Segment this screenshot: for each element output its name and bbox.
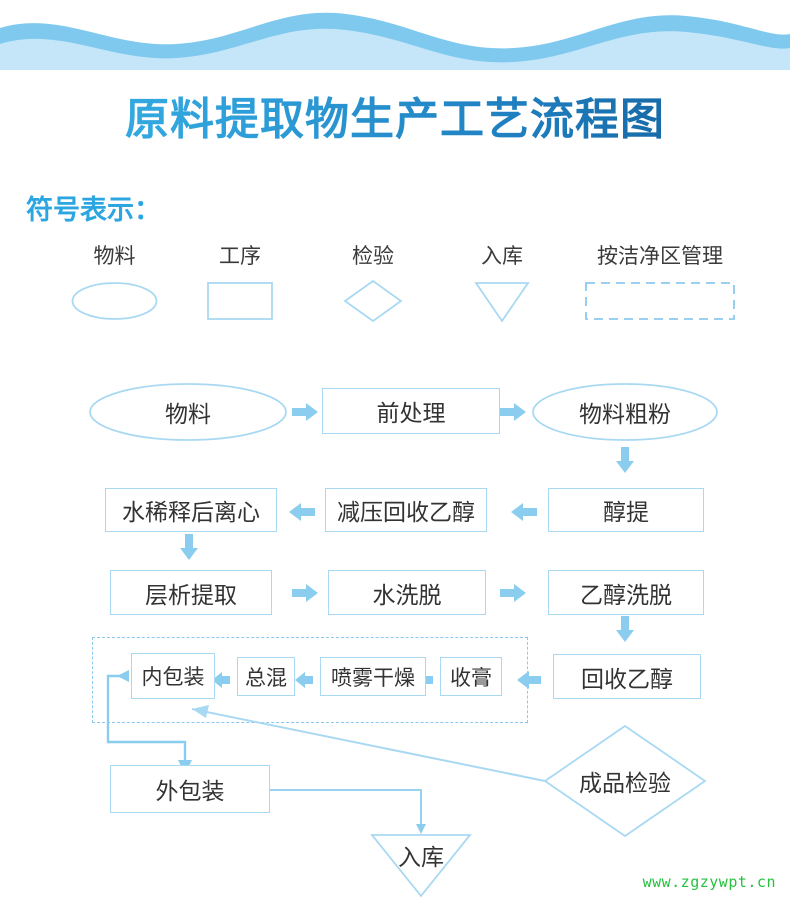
- arrow-yichunxituo-to-huishouyichun: [616, 616, 634, 642]
- diamond-icon: [343, 279, 403, 323]
- node-neibaozhuang[interactable]: 内包装: [131, 653, 215, 699]
- node-huishouyichun[interactable]: 回收乙醇: [553, 654, 701, 699]
- node-chengpinjianyan[interactable]: 成品检验: [579, 771, 671, 797]
- arrow-qianchuli-to-wuliaocufen: [500, 403, 526, 421]
- node-waibaozhuang[interactable]: 外包装: [110, 765, 270, 813]
- rectangle-icon: [207, 282, 273, 320]
- node-wuliaocufen[interactable]: 物料粗粉: [579, 402, 671, 428]
- legend-heading: 符号表示：: [26, 195, 161, 226]
- legend-item-clean-area: 按洁净区管理: [560, 243, 760, 323]
- legend-label-inspection: 检验: [352, 244, 394, 268]
- legend-item-inspection: 检验: [318, 243, 428, 323]
- node-shuixituo[interactable]: 水洗脱: [328, 570, 486, 615]
- legend-label-process: 工序: [219, 244, 261, 268]
- triangle-down-icon: [474, 282, 530, 323]
- node-jianyahuishou[interactable]: 减压回收乙醇: [325, 488, 487, 532]
- wave-header-decoration: [0, 12, 790, 70]
- node-shougao[interactable]: 收膏: [440, 657, 502, 696]
- legend-item-warehouse: 入库: [448, 243, 556, 323]
- node-penwuganzao[interactable]: 喷雾干燥: [320, 657, 426, 696]
- arrow-wuliao-to-qianchuli: [292, 403, 318, 421]
- node-shape-wuliao-ellipse: [89, 383, 287, 441]
- arrow-waibaozhuang-to-ruku: [270, 789, 422, 826]
- dashed-rectangle-icon: [585, 282, 735, 320]
- ellipse-icon: [71, 282, 158, 320]
- node-yichunxituo[interactable]: 乙醇洗脱: [548, 570, 704, 615]
- arrow-jianyahuishou-to-shuixishi: [289, 503, 315, 521]
- node-cengxi[interactable]: 层析提取: [110, 570, 272, 615]
- legend-label-material: 物料: [93, 244, 136, 268]
- legend-item-process: 工序: [185, 243, 295, 323]
- node-shape-ruku-triangle: [370, 834, 472, 898]
- node-wuliao[interactable]: 物料: [165, 402, 211, 428]
- node-ruku[interactable]: 入库: [398, 845, 444, 871]
- node-qianchuli[interactable]: 前处理: [322, 388, 500, 434]
- arrowhead-into-ruku: [416, 824, 426, 834]
- node-chunti[interactable]: 醇提: [548, 488, 704, 532]
- legend-label-clean-area: 按洁净区管理: [597, 244, 723, 268]
- node-shape-chengpinjianyan-diamond: [543, 724, 707, 838]
- legend-item-material: 物料: [52, 243, 177, 323]
- arrow-wuliaocufen-to-chunti: [616, 447, 634, 473]
- arrow-cengxi-to-shuixituo: [292, 584, 318, 602]
- node-zonghun[interactable]: 总混: [237, 657, 295, 696]
- watermark: www.zgzywpt.cn: [642, 873, 776, 891]
- arrow-chunti-to-jianyahuishou: [511, 503, 537, 521]
- node-shape-wuliaocufen-ellipse: [532, 383, 718, 441]
- arrow-shuixishi-to-cengxi: [180, 534, 198, 560]
- legend-label-warehouse: 入库: [481, 244, 523, 268]
- node-shuixishi[interactable]: 水稀释后离心: [105, 488, 277, 532]
- wave-band-light: [0, 28, 790, 70]
- arrow-shuixituo-to-yichunxituo: [500, 584, 526, 602]
- page-title: 原料提取物生产工艺流程图: [0, 92, 790, 148]
